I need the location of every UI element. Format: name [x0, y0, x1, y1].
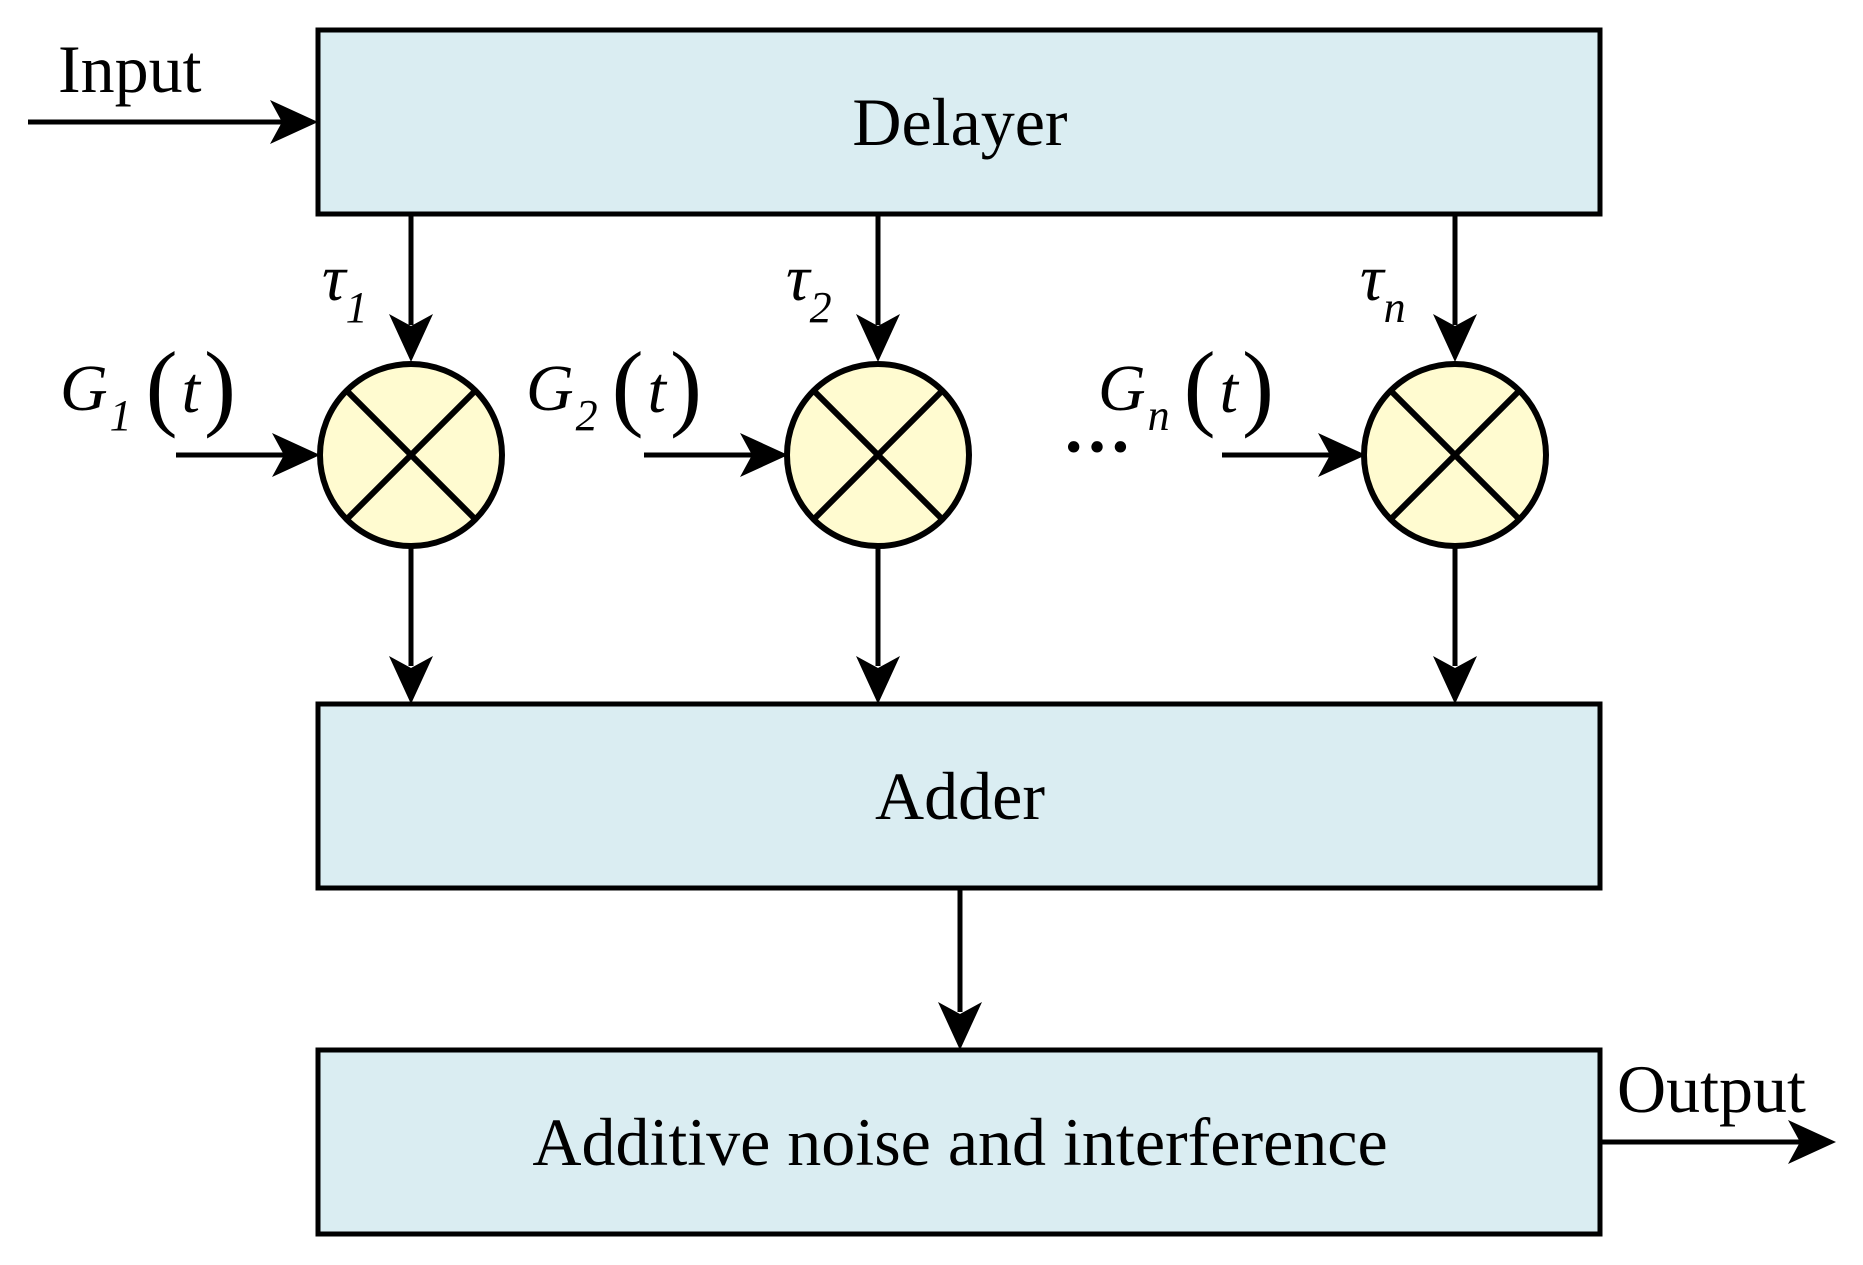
delay-arrow-2	[856, 214, 900, 362]
delay-label-1: τ1	[322, 242, 368, 332]
gain-label-n: Gn(t)	[1098, 332, 1274, 440]
input-label: Input	[58, 31, 202, 107]
output-arrow	[1600, 1120, 1836, 1164]
delayer-block: Delayer	[315, 27, 1603, 217]
gain-arrow-2	[644, 433, 788, 477]
gain-label-1: G1(t)	[60, 332, 236, 440]
delay-arrow-n	[1433, 214, 1477, 362]
gain-arrow-1	[176, 433, 320, 477]
multiplier-n	[1361, 361, 1549, 549]
delay-label-n: τn	[1360, 242, 1406, 332]
adder-label: Adder	[875, 758, 1045, 834]
delayer-label: Delayer	[852, 84, 1068, 160]
ellipsis: ···	[1062, 409, 1132, 486]
gain-label-2: G2(t)	[526, 332, 702, 440]
branch-n: τn Gn(t)	[1098, 214, 1549, 704]
branch-1: τ1 G1(t)	[60, 214, 505, 704]
sum-arrow-1	[389, 546, 433, 704]
adder-to-noise-arrow	[938, 888, 982, 1050]
gain-arrow-n	[1222, 433, 1366, 477]
sum-arrow-n	[1433, 546, 1477, 704]
delay-label-2: τ2	[786, 242, 832, 332]
delay-arrow-1	[389, 214, 433, 362]
multiplier-1	[317, 361, 505, 549]
sum-arrow-2	[856, 546, 900, 704]
branch-2: τ2 G2(t)	[526, 214, 972, 704]
multiplier-2	[784, 361, 972, 549]
output-label: Output	[1617, 1051, 1806, 1127]
adder-block: Adder	[315, 701, 1603, 891]
noise-block: Additive noise and interference	[315, 1047, 1603, 1237]
input-arrow	[28, 100, 318, 144]
noise-label: Additive noise and interference	[532, 1104, 1387, 1180]
